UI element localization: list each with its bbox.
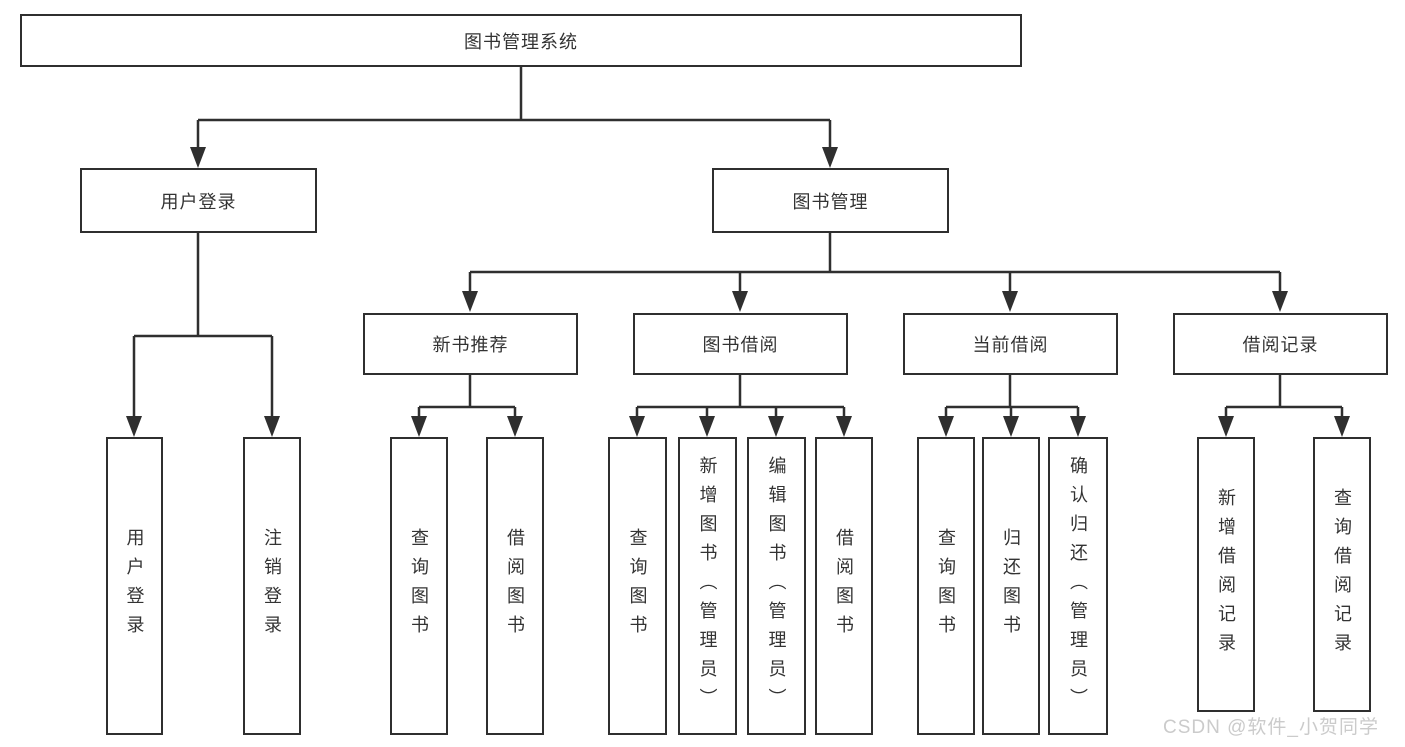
node-label: 图书管理系统 — [464, 31, 578, 52]
node-label: 确认归还（管理员） — [1068, 455, 1088, 717]
node-label: 用户登录 — [160, 191, 237, 212]
node-label: 新书推荐 — [432, 335, 509, 355]
node-label: 图书借阅 — [702, 335, 779, 355]
leaf-add-book-admin: 新增图书（管理员） — [678, 437, 737, 735]
arrowheads — [126, 147, 1350, 437]
node-label: 借阅图书 — [834, 528, 854, 644]
node-label: 查询图书 — [936, 528, 956, 644]
group-borrow-records: 借阅记录 — [1173, 313, 1388, 375]
arrowhead-icon — [126, 147, 1350, 437]
node-label: 用户登录 — [124, 528, 145, 644]
edge-book-management-to-groups — [468, 233, 1282, 294]
leaf-return-book: 归还图书 — [982, 437, 1040, 735]
node-label: 借阅记录 — [1242, 335, 1319, 355]
leaf-edit-book-admin: 编辑图书（管理员） — [747, 437, 806, 735]
node-label: 新增图书（管理员） — [697, 455, 718, 717]
leaf-add-borrow-record: 新增借阅记录 — [1197, 437, 1255, 712]
leaf-query-books-recommend: 查询图书 — [390, 437, 448, 735]
node-label: 查询图书 — [409, 528, 429, 644]
node-label: 注销登录 — [262, 528, 282, 644]
node-label: 新增借阅记录 — [1216, 487, 1236, 662]
leaf-borrow-books: 借阅图书 — [815, 437, 873, 735]
leaf-borrow-books-recommend: 借阅图书 — [486, 437, 544, 735]
node-root: 图书管理系统 — [20, 14, 1022, 67]
leaf-confirm-return-admin: 确认归还（管理员） — [1048, 437, 1108, 735]
edge-groups-to-leaves — [417, 375, 1344, 419]
leaf-query-borrow-record: 查询借阅记录 — [1313, 437, 1371, 712]
edge-root-to-level2 — [196, 67, 832, 150]
leaf-logout: 注销登录 — [243, 437, 301, 735]
node-user-login: 用户登录 — [80, 168, 317, 233]
node-label: 查询图书 — [627, 528, 648, 644]
edge-user-login-to-leaves — [132, 233, 274, 419]
csdn-watermark: CSDN @软件_小贺同学 — [1163, 717, 1379, 738]
node-book-management: 图书管理 — [712, 168, 949, 233]
leaf-query-books-borrow: 查询图书 — [608, 437, 667, 735]
node-label: 编辑图书（管理员） — [766, 455, 787, 717]
node-label: 当前借阅 — [972, 335, 1049, 355]
group-book-borrow: 图书借阅 — [633, 313, 848, 375]
node-label: 查询借阅记录 — [1332, 487, 1352, 662]
node-label: 归还图书 — [1001, 528, 1021, 644]
group-current-borrow: 当前借阅 — [903, 313, 1118, 375]
leaf-user-login: 用户登录 — [106, 437, 163, 735]
group-new-book-recommend: 新书推荐 — [363, 313, 578, 375]
connector-edges — [132, 67, 1344, 419]
leaf-query-books-current: 查询图书 — [917, 437, 975, 735]
node-label: 借阅图书 — [505, 528, 525, 644]
node-label: 图书管理 — [792, 191, 869, 212]
